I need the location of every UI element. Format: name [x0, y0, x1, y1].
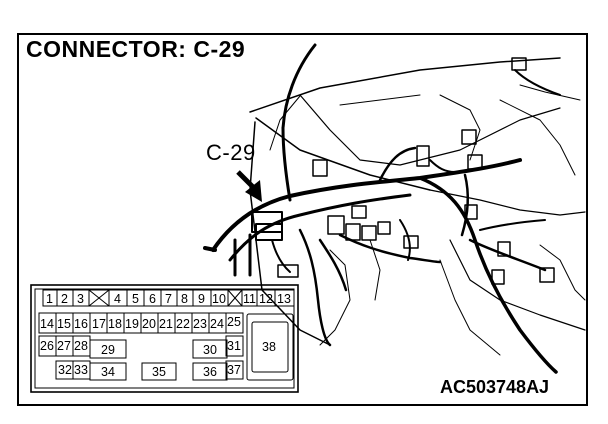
wire-harness [338, 233, 442, 264]
pinout-inner [34, 288, 295, 389]
dashboard-outline [269, 95, 301, 151]
wire-harness [281, 126, 292, 202]
callout-arrowhead [245, 180, 262, 202]
pin-1: 1 [46, 292, 53, 306]
pin-34: 34 [101, 365, 115, 379]
pin-31: 31 [227, 339, 241, 353]
connector [497, 241, 511, 257]
pin-27: 27 [57, 339, 71, 353]
wire-harness [514, 69, 561, 96]
wire-harness [418, 176, 558, 374]
pin-35: 35 [152, 365, 166, 379]
pin-24: 24 [210, 317, 224, 331]
blanked-cavity [88, 289, 110, 307]
dashboard-outline [369, 239, 381, 301]
page-title: CONNECTOR: C-29 [26, 36, 246, 62]
connector [345, 223, 361, 241]
pin-10: 10 [212, 292, 226, 306]
pin-11: 11 [243, 292, 256, 306]
pin-4: 4 [114, 292, 121, 306]
pin-26: 26 [40, 339, 54, 353]
pin-22: 22 [176, 317, 190, 331]
wire-harness [429, 159, 456, 173]
figure-frame [17, 33, 588, 406]
pin-23: 23 [193, 317, 207, 331]
dashboard-outline [539, 244, 586, 301]
pin-16: 16 [74, 317, 88, 331]
dashboard-outline [499, 99, 576, 176]
wire-harness [318, 238, 348, 292]
pin-3: 3 [77, 292, 84, 306]
wire-harness [399, 219, 411, 261]
pin-17: 17 [92, 317, 106, 331]
connector [464, 204, 478, 220]
dashboard-outline [439, 259, 501, 356]
pin-20: 20 [142, 317, 156, 331]
dashboard-outline [319, 249, 351, 346]
figure-code: AC503748AJ [440, 377, 550, 397]
connector [377, 221, 391, 235]
connector-callout-label: C-29 [206, 140, 256, 165]
dashboard-outline [519, 84, 581, 101]
wire-harness [479, 219, 546, 231]
connector [361, 225, 377, 241]
pin-7: 7 [165, 292, 172, 306]
dashboard-outline [339, 94, 421, 106]
pin-30: 30 [203, 343, 217, 357]
pin-8: 8 [181, 292, 188, 306]
pin-29: 29 [101, 343, 115, 357]
connector [467, 154, 483, 170]
pin-13: 13 [277, 292, 291, 306]
pin-2: 2 [61, 292, 68, 306]
pin-6: 6 [149, 292, 156, 306]
pin-38: 38 [262, 340, 276, 354]
dashboard-outline [249, 57, 561, 113]
connector [461, 129, 477, 145]
connector-c29 [251, 211, 283, 233]
pin-19: 19 [125, 317, 139, 331]
connector [511, 57, 527, 71]
wire-harness [271, 239, 291, 273]
pin-18: 18 [108, 317, 122, 331]
pin-5: 5 [132, 292, 139, 306]
connector [403, 235, 419, 249]
wire-harness [468, 238, 547, 272]
dashboard-outline [449, 239, 586, 331]
wire-harness [281, 43, 317, 130]
dashboard-outline [439, 94, 481, 161]
wire-harness [203, 246, 217, 252]
pin-25: 25 [227, 315, 241, 329]
wire-harness [298, 228, 332, 347]
dashboard-outline [299, 94, 561, 166]
pin-14: 14 [40, 317, 54, 331]
connector-pinout: 1 2 3 4 5 6 7 8 9 10 11 12 13 14 15 16 1… [30, 284, 299, 393]
pin-21: 21 [159, 317, 173, 331]
pin-36: 36 [203, 365, 217, 379]
pinout-frame [30, 284, 299, 393]
connector [327, 215, 345, 235]
dashboard-outline [429, 189, 586, 216]
connector [351, 205, 367, 219]
connector [312, 159, 328, 177]
pin-12: 12 [259, 292, 273, 306]
connector [491, 269, 505, 285]
wire-harness [378, 146, 417, 182]
connector [416, 145, 430, 167]
pin-37: 37 [227, 363, 241, 377]
pin-38-housing [246, 313, 294, 381]
dashboard-outline [255, 117, 431, 191]
connector [277, 264, 299, 278]
pin-32: 32 [58, 363, 72, 377]
pin-9: 9 [198, 292, 205, 306]
blanked-cavity [227, 289, 243, 307]
pin-33: 33 [74, 363, 88, 377]
pin-28: 28 [74, 339, 88, 353]
connector-c29 [255, 223, 283, 241]
pin-15: 15 [57, 317, 71, 331]
connector [539, 267, 555, 283]
